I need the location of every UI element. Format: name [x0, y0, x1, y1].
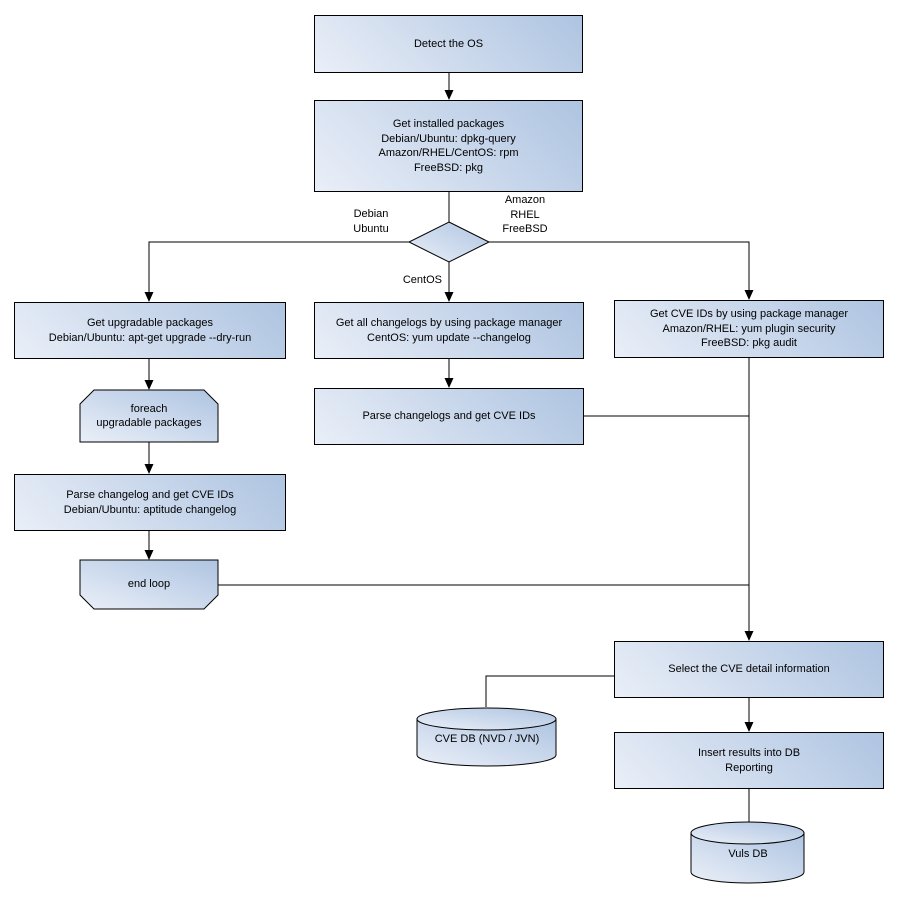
node-insert-results: Insert results into DB Reporting: [614, 732, 884, 789]
arrowhead-into-parse-changelogs: [444, 378, 454, 388]
node-get-installed-packages: Get installed packages Debian/Ubuntu: dp…: [314, 100, 583, 192]
arrowhead-into-insert: [744, 722, 754, 732]
node-get-all-changelogs: Get all changelogs by using package mana…: [314, 302, 584, 359]
arrowhead-into-upgradable: [144, 292, 154, 302]
foreach-loop-label: foreach upgradable packages: [96, 402, 202, 430]
connector-decision-to-getcve: [489, 241, 750, 290]
edge-label-amazon-rhel-freebsd: Amazon RHEL FreeBSD: [502, 194, 548, 235]
node-parse-changelog: Parse changelog and get CVE IDs Debian/U…: [14, 474, 286, 531]
arrowhead-into-select: [744, 631, 754, 641]
os-decision-diamond: [407, 221, 491, 263]
connector-select-to-cvedb: [485, 675, 614, 707]
arrowhead-into-getcve: [744, 290, 754, 300]
end-loop-label: end loop: [127, 578, 171, 591]
arrowhead-into-endloop: [144, 550, 154, 560]
node-get-upgradable-packages: Get upgradable packages Debian/Ubuntu: a…: [14, 302, 286, 359]
node-get-cve-ids: Get CVE IDs by using package manager Ama…: [614, 300, 884, 358]
edge-label-debian-ubuntu: Debian Ubuntu: [353, 208, 389, 235]
node-select-cve-detail: Select the CVE detail information: [614, 641, 884, 698]
edge-label-centos: CentOS: [402, 274, 442, 286]
arrowhead-into-foreach: [144, 380, 154, 390]
connector-decision-to-upgradable: [148, 241, 409, 292]
cve-db-label: CVE DB (NVD / JVN): [434, 732, 540, 745]
arrowhead-into-installed: [444, 90, 454, 100]
node-detect-os: Detect the OS: [314, 15, 583, 73]
arrowhead-into-changelogs: [444, 292, 454, 302]
node-parse-changelogs: Parse changelogs and get CVE IDs: [314, 388, 584, 445]
arrowhead-into-parse-changelog: [144, 464, 154, 474]
vuls-db-label: Vuls DB: [728, 847, 768, 860]
